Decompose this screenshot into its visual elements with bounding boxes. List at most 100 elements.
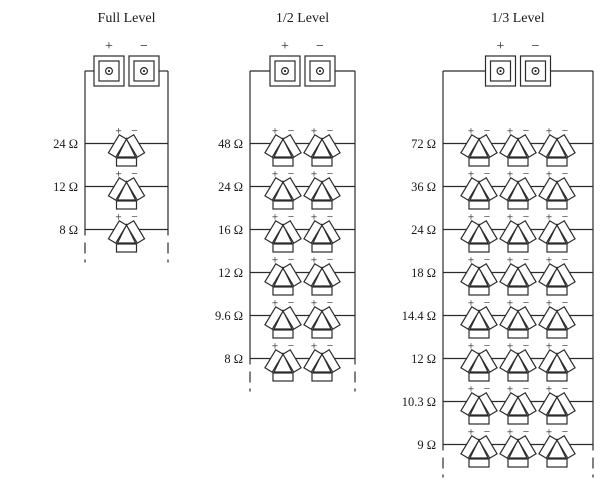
speaker-ear-left xyxy=(460,305,480,331)
speaker-ear-left xyxy=(460,262,480,288)
speaker-ear-right xyxy=(517,219,537,245)
speaker-icon: +− xyxy=(499,212,537,253)
speaker-ear-right xyxy=(556,434,576,460)
speaker-ear-right xyxy=(478,176,498,202)
speaker-plus-label: + xyxy=(507,255,514,267)
speaker-ear-left xyxy=(107,219,128,245)
speaker-base xyxy=(272,329,294,339)
speaker-minus-label: − xyxy=(562,169,569,181)
column-title: Full Level xyxy=(98,11,156,26)
speaker-plus-label: + xyxy=(468,427,475,439)
speaker-ear-left xyxy=(264,348,284,374)
speaker-base xyxy=(115,243,138,253)
speaker-ear-right xyxy=(125,133,146,159)
speaker-plus-label: + xyxy=(468,341,475,353)
speaker-base xyxy=(546,415,568,425)
terminal-pin xyxy=(318,69,322,73)
speaker-minus-label: − xyxy=(484,384,491,396)
speaker-plus-label: + xyxy=(546,298,553,310)
speaker-base xyxy=(311,286,333,296)
impedance-row: 36 Ω+−+−+− xyxy=(411,169,593,210)
speaker-icon: +− xyxy=(460,169,498,210)
speaker-minus-label: − xyxy=(327,255,334,267)
speaker-base xyxy=(546,200,568,210)
speaker-minus-label: − xyxy=(484,298,491,310)
speaker-icon: +− xyxy=(303,169,341,210)
terminal-positive: + xyxy=(484,39,517,87)
speaker-plus-label: + xyxy=(546,212,553,224)
speaker-icon: +− xyxy=(538,298,576,339)
speaker-ear-left xyxy=(460,219,480,245)
speaker-ear-right xyxy=(517,262,537,288)
terminal-minus-label: − xyxy=(140,39,148,54)
speaker-ear-right xyxy=(478,391,498,417)
speaker-ear-left xyxy=(538,305,558,331)
speaker-ear-left xyxy=(460,434,480,460)
speaker-ear-right xyxy=(282,305,302,331)
speaker-ear-left xyxy=(107,176,128,202)
speaker-icon: +− xyxy=(460,384,498,425)
speaker-ear-left xyxy=(499,305,519,331)
speaker-ear-right xyxy=(478,262,498,288)
impedance-label: 9 Ω xyxy=(417,438,436,452)
terminal-positive: + xyxy=(93,39,125,87)
impedance-row: 48 Ω+−+− xyxy=(218,126,355,167)
speaker-plus-label: + xyxy=(507,212,514,224)
speaker-plus-label: + xyxy=(311,255,318,267)
speaker-minus-label: − xyxy=(327,169,334,181)
speaker-base xyxy=(272,243,294,253)
speaker-minus-label: − xyxy=(327,298,334,310)
speaker-minus-label: − xyxy=(523,341,530,353)
speaker-icon: +− xyxy=(460,427,498,468)
speaker-minus-label: − xyxy=(288,255,295,267)
speaker-plus-label: + xyxy=(115,126,122,138)
speaker-ear-right xyxy=(478,305,498,331)
impedance-row: 8 Ω+−+− xyxy=(224,341,355,382)
speaker-minus-label: − xyxy=(562,341,569,353)
speaker-base xyxy=(468,200,490,210)
speaker-ear-left xyxy=(499,219,519,245)
terminal-pin xyxy=(107,69,111,73)
speaker-ear-left xyxy=(499,262,519,288)
impedance-row: 16 Ω+−+− xyxy=(218,212,355,253)
speaker-minus-label: − xyxy=(131,169,138,181)
speaker-base xyxy=(272,372,294,382)
speaker-ear-left xyxy=(499,434,519,460)
terminal-pin xyxy=(499,69,502,73)
impedance-label: 24 Ω xyxy=(411,223,436,237)
speaker-icon: +− xyxy=(264,255,302,296)
speaker-base xyxy=(507,200,529,210)
speaker-ear-right xyxy=(282,133,302,159)
speaker-icon: +− xyxy=(264,126,302,167)
speaker-base xyxy=(546,243,568,253)
speaker-icon: +− xyxy=(264,212,302,253)
level-column: 1/3 Level+−72 Ω+−+−+−36 Ω+−+−+−24 Ω+−+−+… xyxy=(402,11,594,478)
speaker-minus-label: − xyxy=(131,212,138,224)
speaker-ear-right xyxy=(321,262,341,288)
speaker-icon: +− xyxy=(499,341,537,382)
terminal-negative: − xyxy=(304,39,336,87)
speaker-ear-left xyxy=(303,348,323,374)
speaker-minus-label: − xyxy=(523,384,530,396)
speaker-icon: +− xyxy=(538,169,576,210)
speaker-icon: +− xyxy=(460,126,498,167)
impedance-row: 12 Ω+−+− xyxy=(218,255,355,296)
speaker-base xyxy=(507,415,529,425)
speaker-base xyxy=(468,415,490,425)
impedance-label: 36 Ω xyxy=(411,180,436,194)
terminal-minus-label: − xyxy=(316,39,324,54)
speaker-minus-label: − xyxy=(562,126,569,138)
speaker-plus-label: + xyxy=(311,126,318,138)
speaker-icon: +− xyxy=(499,169,537,210)
speaker-base xyxy=(546,329,568,339)
speaker-plus-label: + xyxy=(311,169,318,181)
speaker-ear-right xyxy=(282,219,302,245)
impedance-row: 10.3 Ω+−+−+− xyxy=(402,384,593,425)
speaker-icon: +− xyxy=(460,341,498,382)
speaker-base xyxy=(546,286,568,296)
speaker-base xyxy=(272,200,294,210)
speaker-minus-label: − xyxy=(523,255,530,267)
speaker-base xyxy=(468,243,490,253)
speaker-minus-label: − xyxy=(288,126,295,138)
speaker-ear-right xyxy=(321,176,341,202)
